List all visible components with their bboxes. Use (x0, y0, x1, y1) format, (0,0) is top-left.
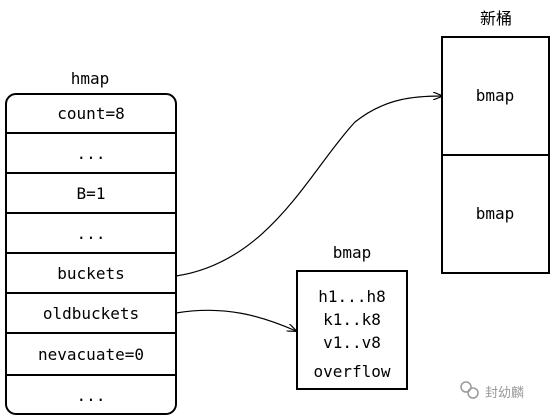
new-bucket-label: bmap (476, 86, 515, 105)
oldbuckets-pointer-arrow (175, 309, 296, 331)
old-bmap-tophash: h1...h8 (318, 287, 385, 306)
new-buckets-array: bmap bmap (441, 36, 550, 274)
watermark: 封幼麟 (460, 381, 524, 401)
new-bucket-cell (441, 154, 550, 274)
hmap-field-oldbuckets: oldbuckets (43, 304, 139, 323)
hmap-field-ellipsis: ... (77, 144, 106, 163)
hmap-field-count: count=8 (57, 104, 124, 123)
wechat-icon (460, 381, 472, 393)
old-bmap-title: bmap (333, 243, 372, 262)
hmap-field-ellipsis: ... (77, 386, 106, 405)
old-bmap-overflow: overflow (313, 362, 390, 381)
watermark-text: 封幼麟 (485, 385, 524, 401)
hmap-field-B: B=1 (77, 184, 106, 203)
old-bmap-values: v1..v8 (323, 333, 381, 352)
hmap-struct: count=8 ... B=1 ... buckets oldbuckets n… (5, 93, 177, 415)
new-bucket-label: bmap (476, 204, 515, 223)
old-bmap-keys: k1..k8 (323, 310, 381, 329)
hmap-field-nevacuate: nevacuate=0 (38, 345, 144, 364)
hmap-title: hmap (71, 69, 110, 88)
new-bucket-cell (441, 36, 550, 156)
hmap-field-ellipsis: ... (77, 224, 106, 243)
new-buckets-title: 新桶 (480, 9, 512, 28)
wechat-icon (467, 387, 479, 399)
buckets-pointer-arrow (175, 96, 442, 277)
hmap-field-buckets: buckets (57, 264, 124, 283)
old-bmap: h1...h8 k1..k8 v1..v8 overflow (296, 270, 408, 390)
